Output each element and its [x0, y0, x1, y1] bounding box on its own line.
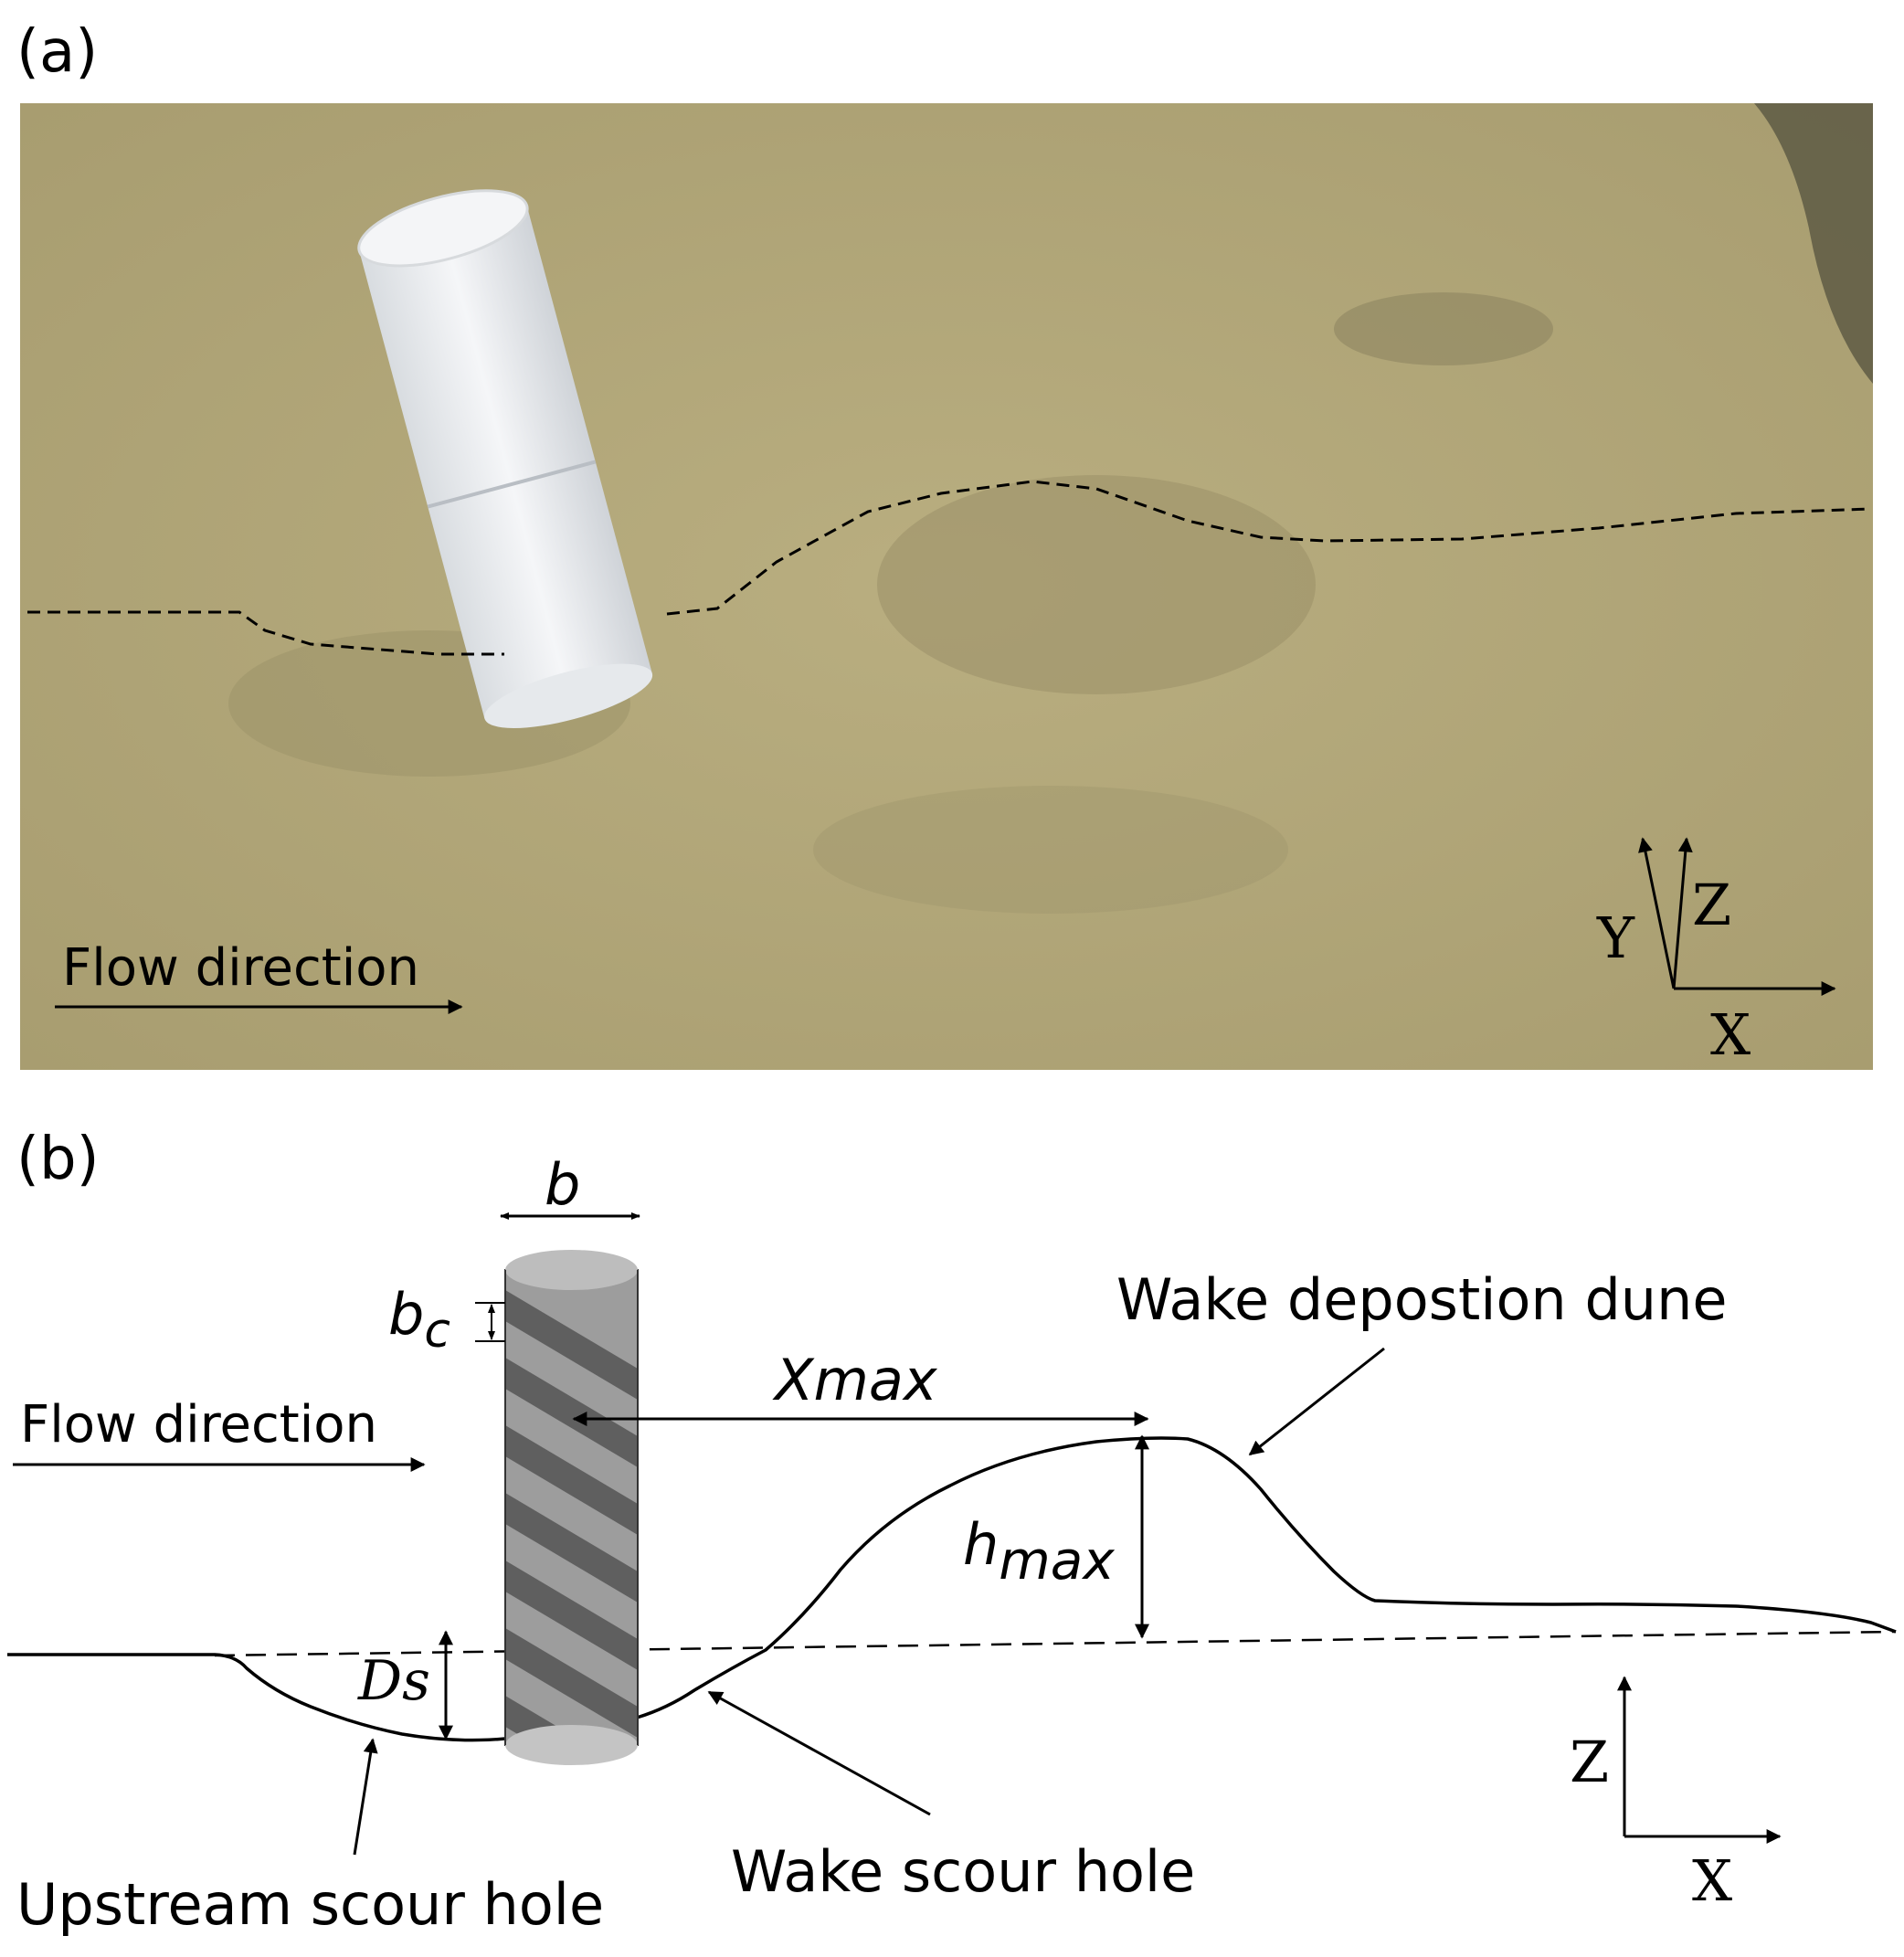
wake-hole-pointer	[707, 1690, 931, 1816]
ds-label: Ds	[357, 1649, 430, 1713]
photo-panel: Flow direction Y Z X	[20, 103, 1873, 1070]
axis-y-arrow	[1638, 837, 1676, 989]
pier-top-cap	[505, 1250, 638, 1290]
collar-band	[505, 1628, 638, 1738]
diagram-axis-z-label: Z	[1570, 1729, 1609, 1795]
upstream-hole-pointer	[353, 1738, 378, 1856]
hmax-label: hmax	[963, 1511, 1115, 1592]
corner-shadow	[1754, 103, 1873, 384]
diagram-axis-x-label: X	[1692, 1847, 1732, 1914]
pier-collar-bands	[505, 1290, 638, 1745]
wake-dune-label: Wake depostion dune	[1116, 1266, 1728, 1333]
pier-base	[484, 663, 653, 728]
collar-pitch-label: bc	[388, 1281, 450, 1359]
upper-right-shadow	[1334, 292, 1553, 365]
lower-shadow	[813, 786, 1288, 914]
photo-flow-label: Flow direction	[62, 938, 419, 998]
panel-a-label: (a)	[16, 18, 98, 86]
collar-band	[505, 1560, 638, 1670]
original-bed-level	[214, 1630, 1897, 1657]
axis-y-label: Y	[1596, 904, 1635, 971]
photo-axes: Y Z X	[1596, 837, 1836, 1068]
diagram-axes: Z X	[1570, 1676, 1782, 1914]
upstream-hole-label: Upstream scour hole	[16, 1871, 604, 1938]
collar-band	[505, 1425, 638, 1535]
wake-dune-shadow	[877, 475, 1316, 694]
axis-z-label: Z	[1692, 872, 1731, 938]
scoured-bed-profile	[7, 1436, 1897, 1742]
collar-band	[505, 1290, 638, 1400]
axis-x-label: X	[1710, 1001, 1751, 1068]
diagram-flow-label: Flow direction	[20, 1395, 377, 1455]
wake-hole-label: Wake scour hole	[731, 1838, 1195, 1905]
pier-width-label: b	[545, 1151, 580, 1218]
collar-band	[505, 1358, 638, 1467]
bed-profile-dashed	[27, 610, 504, 656]
pier-collar	[427, 460, 597, 509]
pier-top	[357, 189, 529, 268]
panel-b-label: (b)	[16, 1126, 100, 1193]
diagram-pier	[504, 1250, 639, 1765]
hmax-sub: max	[999, 1529, 1115, 1592]
bed-profile-dashed-downstream	[666, 480, 1872, 616]
collar-band	[505, 1493, 638, 1603]
collar-pitch-base: b	[388, 1281, 424, 1348]
photo-pier	[357, 189, 653, 728]
axis-z-arrow	[1672, 837, 1693, 989]
collar-pitch-sub: c	[424, 1304, 450, 1359]
xmax-label: Xmax	[772, 1347, 938, 1413]
hmax-base: h	[963, 1511, 999, 1578]
pier-body	[359, 206, 652, 719]
wake-dune-pointer	[1248, 1347, 1385, 1456]
pier-bottom-cap	[505, 1725, 638, 1765]
